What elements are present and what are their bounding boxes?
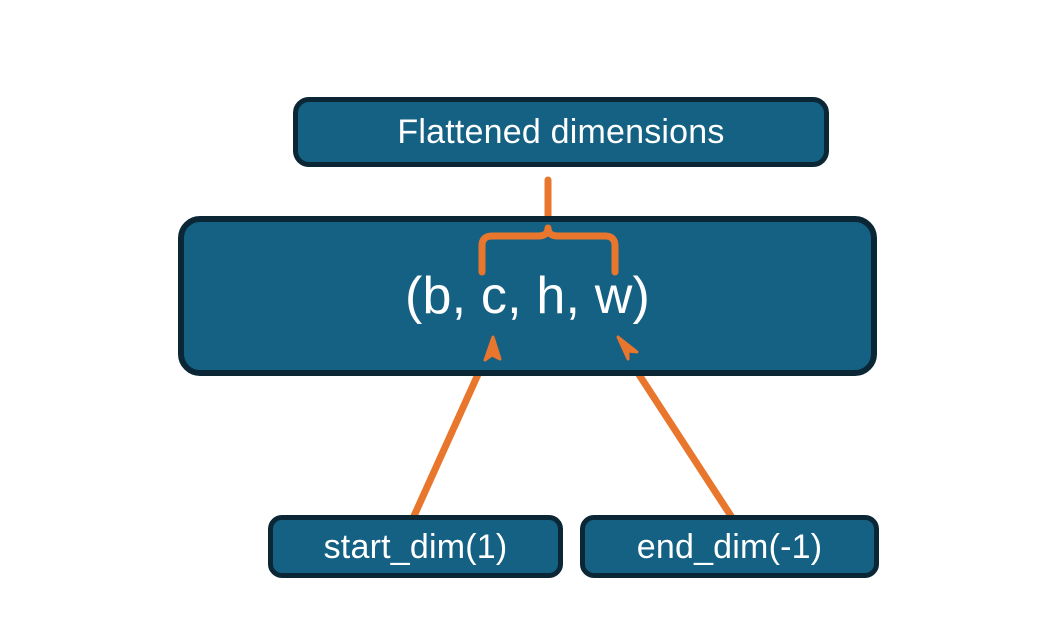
- tensor-shape-label: (b, c, h, w): [404, 267, 651, 325]
- flattened-dimensions-label: Flattened dimensions: [397, 113, 725, 151]
- start-dim-box[interactable]: start_dim(1): [268, 515, 563, 578]
- end-dim-box[interactable]: end_dim(-1): [580, 515, 879, 578]
- end-dim-label: end_dim(-1): [636, 527, 823, 566]
- flattened-dimensions-box[interactable]: Flattened dimensions: [293, 97, 829, 167]
- start-dim-label: start_dim(1): [323, 527, 508, 566]
- tensor-shape-box[interactable]: (b, c, h, w): [178, 216, 877, 376]
